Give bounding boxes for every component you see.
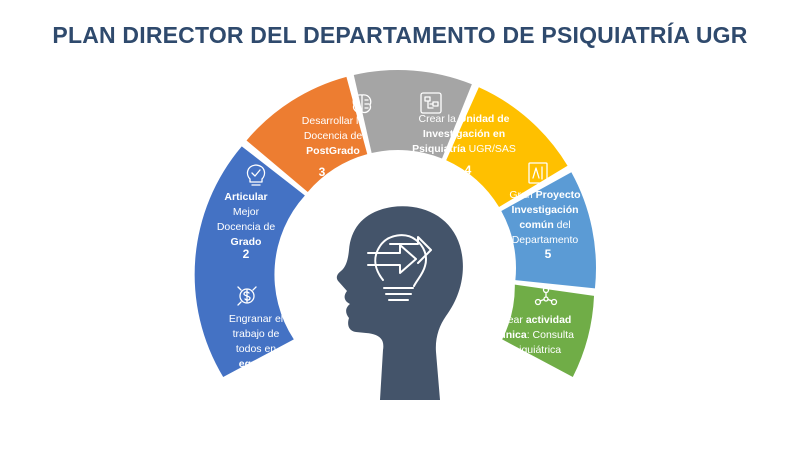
- label-text: Crear la: [418, 113, 458, 125]
- label-text: PostGrado: [306, 145, 360, 157]
- label-text: Psiquiatría: [412, 143, 466, 155]
- segment-3: Desarrollar la Docencia de PostGrado 3: [302, 70, 472, 179]
- lightbulb-check-icon: [246, 164, 266, 186]
- label-text: equipo: [239, 358, 273, 370]
- segment-number: 1: [257, 373, 264, 387]
- label-text: Crear: [497, 314, 526, 326]
- label-text: todos en: [236, 343, 276, 355]
- label-text: Departamento: [512, 234, 579, 246]
- segment-1: Engranar el trabajo de todos en equipo 1: [194, 146, 305, 387]
- brain-circuit-icon: [352, 94, 372, 114]
- label-text: del: [554, 219, 571, 231]
- label-text: Grado: [231, 236, 262, 248]
- label-text: clínica: [494, 329, 527, 341]
- segment-number: 4: [465, 163, 472, 177]
- dollar-gear-icon: [237, 286, 257, 306]
- label-text: Gran: [509, 189, 535, 201]
- label-text: : Consulta: [527, 329, 574, 341]
- label-text: Proyecto: [536, 189, 581, 201]
- network-nodes-icon: [534, 286, 558, 306]
- segment-shape: [501, 172, 596, 289]
- label-text: Mejor: [233, 206, 260, 218]
- segments-layer: Engranar el trabajo de todos en equipo 1 Arti…: [194, 70, 596, 387]
- label-text: UGR/SAS: [466, 143, 516, 155]
- label-text: trabajo de: [233, 328, 280, 340]
- flowchart-icon: [420, 92, 442, 114]
- label-text: Unidad de: [459, 113, 510, 125]
- segment-label: Crear la Unidad de Investigación en Psiqui…: [412, 113, 516, 155]
- label-text: Docencia de: [304, 130, 363, 142]
- segment-shape: [502, 284, 595, 377]
- label-text: actividad: [526, 314, 572, 326]
- label-text: común: [519, 219, 553, 231]
- head-silhouette-icon: [336, 206, 463, 400]
- segment-shape: [194, 146, 305, 377]
- label-text: Investigación en: [423, 128, 505, 140]
- label-text: Investigación: [511, 204, 578, 216]
- label-text: Psiquiátrica: [507, 344, 561, 356]
- segment-number: 2: [243, 247, 250, 261]
- segment-4: Crear la Unidad de Investigación en Psiqui…: [412, 87, 568, 208]
- label-text: Desarrollar la: [302, 115, 365, 127]
- label-text: Engranar el: [229, 313, 283, 325]
- blueprint-icon: [528, 162, 548, 184]
- segment-number: 5: [545, 247, 552, 261]
- segment-number: 6: [533, 373, 540, 387]
- segment-shape: [446, 87, 568, 208]
- segment-label: Desarrollar la Docencia de PostGrado: [302, 115, 365, 157]
- segment-shape: [246, 76, 368, 192]
- page-title: PLAN DIRECTOR DEL DEPARTAMENTO DE PSIQUI…: [52, 22, 748, 48]
- segment-shape: [353, 70, 472, 159]
- label-text: Docencia de: [217, 221, 276, 233]
- label-text: Articular: [224, 191, 267, 203]
- bulb-arrows-icon: [367, 234, 432, 301]
- segment-label: Engranar el trabajo de todos en equipo: [229, 313, 283, 370]
- segment-number: 3: [319, 165, 326, 179]
